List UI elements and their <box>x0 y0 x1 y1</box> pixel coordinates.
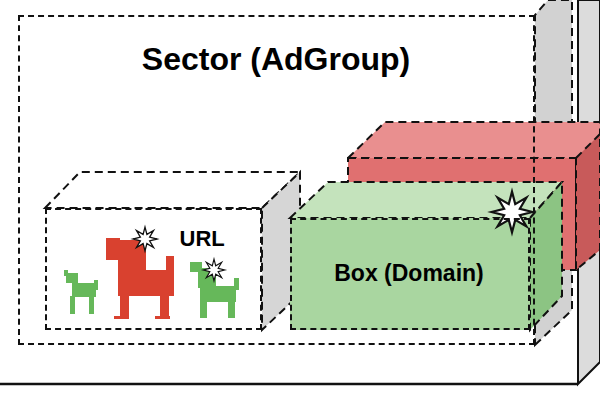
frame-edge <box>0 383 578 386</box>
box-label: Box (Domain) <box>334 260 484 286</box>
dog-icon <box>64 270 98 314</box>
sector-box: Sector (AdGroup) URL Box (Domain) <box>18 15 535 345</box>
box-label: URL <box>180 226 225 251</box>
url-box: URL <box>45 208 262 330</box>
green-box-front <box>290 218 530 330</box>
sector-title: Sector (AdGroup) <box>142 41 410 78</box>
red-box-side <box>576 134 600 270</box>
dog-icon <box>106 238 174 319</box>
red-box-top <box>348 122 600 158</box>
url-top <box>45 172 300 208</box>
domain-box: Box (Domain) <box>290 218 530 330</box>
